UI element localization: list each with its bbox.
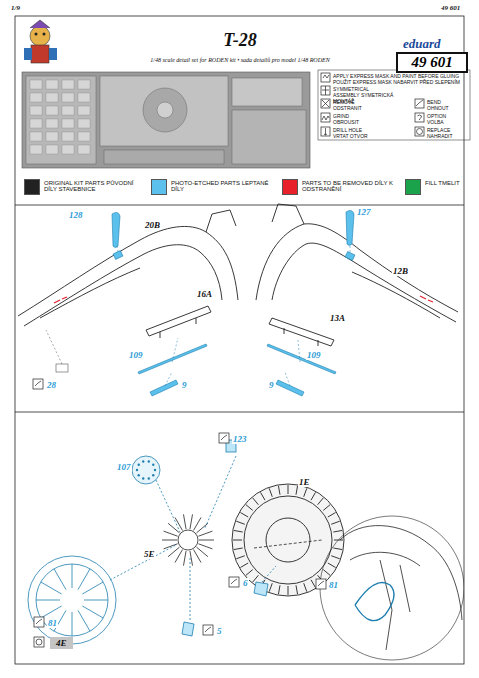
legend-text: FILL TMELIT — [425, 180, 463, 186]
callout-number: 128 — [68, 210, 84, 220]
header-text: 1/9 — [10, 4, 21, 12]
callout-icons — [33, 379, 326, 647]
legend-text: ORIGINAL KIT PARTS PŮVODNÍ DÍLY STAVEBNI… — [44, 180, 144, 192]
callout-number: 1E — [298, 477, 311, 487]
callout-number: 28 — [46, 380, 57, 390]
legend-swatch — [282, 179, 298, 195]
brand-logo: eduard — [402, 36, 442, 52]
callout-number: 127 — [356, 207, 372, 217]
callout-number: 81 — [328, 580, 339, 590]
callout-number: 109 — [128, 350, 144, 360]
callout-number: 81 — [47, 618, 58, 628]
callout-number: 4E — [50, 637, 73, 649]
set-number-box: 49 601 — [396, 52, 468, 73]
legend-text: BEND OHNOUT — [427, 99, 453, 111]
callout-number: 5E — [143, 549, 156, 559]
legend-text: REMOVE ODSTRANIT — [333, 99, 365, 111]
legend-text: PARTS TO BE REMOVED DÍLY K ODSTRANĚNÍ — [302, 180, 402, 192]
legend-text: DRILL HOLE VRTAT OTVOR — [333, 127, 371, 139]
legend-swatch — [151, 179, 167, 195]
header-text: 49 601 — [440, 4, 461, 12]
divider — [15, 205, 464, 206]
canopy-frames — [18, 204, 458, 346]
callout-number: 107 — [116, 462, 132, 472]
page-frame — [15, 16, 464, 664]
legend-text: GRIND OBROUSIT — [333, 113, 365, 125]
detail-inset — [254, 516, 464, 660]
hub-5E — [162, 514, 214, 565]
callout-number: 12B — [392, 266, 409, 276]
legend-text: APPLY EXPRESS MASK AND PAINT BEFORE GLUI… — [333, 73, 467, 85]
header-text: 1/48 scale detail set for RODEN kit • sa… — [149, 57, 330, 63]
callout-number: 16A — [196, 289, 213, 299]
icon-legend — [318, 70, 470, 140]
set-number: 49 601 — [411, 54, 452, 71]
callout-number: 5 — [216, 626, 223, 636]
legend-text: PHOTO-ETCHED PARTS LEPTANÉ DÍLY — [171, 180, 271, 192]
fret-photo — [22, 72, 310, 168]
legend-text: REPLACE NAHRADIT — [427, 127, 457, 139]
removed-marks — [54, 296, 433, 303]
pe-parts-upper — [56, 210, 355, 396]
wheel — [232, 484, 344, 596]
title: T-28 — [223, 30, 256, 51]
legend-text: OPTION VOLBA — [427, 113, 453, 125]
callout-number: 20B — [144, 220, 161, 230]
pe-parts-lower — [28, 440, 276, 644]
callout-number: 9 — [181, 380, 188, 390]
leader-lines — [46, 246, 350, 386]
callout-number: 9 — [268, 380, 275, 390]
divider — [15, 412, 464, 413]
callout-number: 6 — [242, 578, 249, 588]
mascot — [24, 20, 57, 63]
callout-number: 109 — [306, 350, 322, 360]
callout-number: 13A — [329, 313, 346, 323]
legend-swatch — [405, 179, 421, 195]
callout-number: 123 — [232, 434, 248, 444]
legend-swatch — [24, 179, 40, 195]
